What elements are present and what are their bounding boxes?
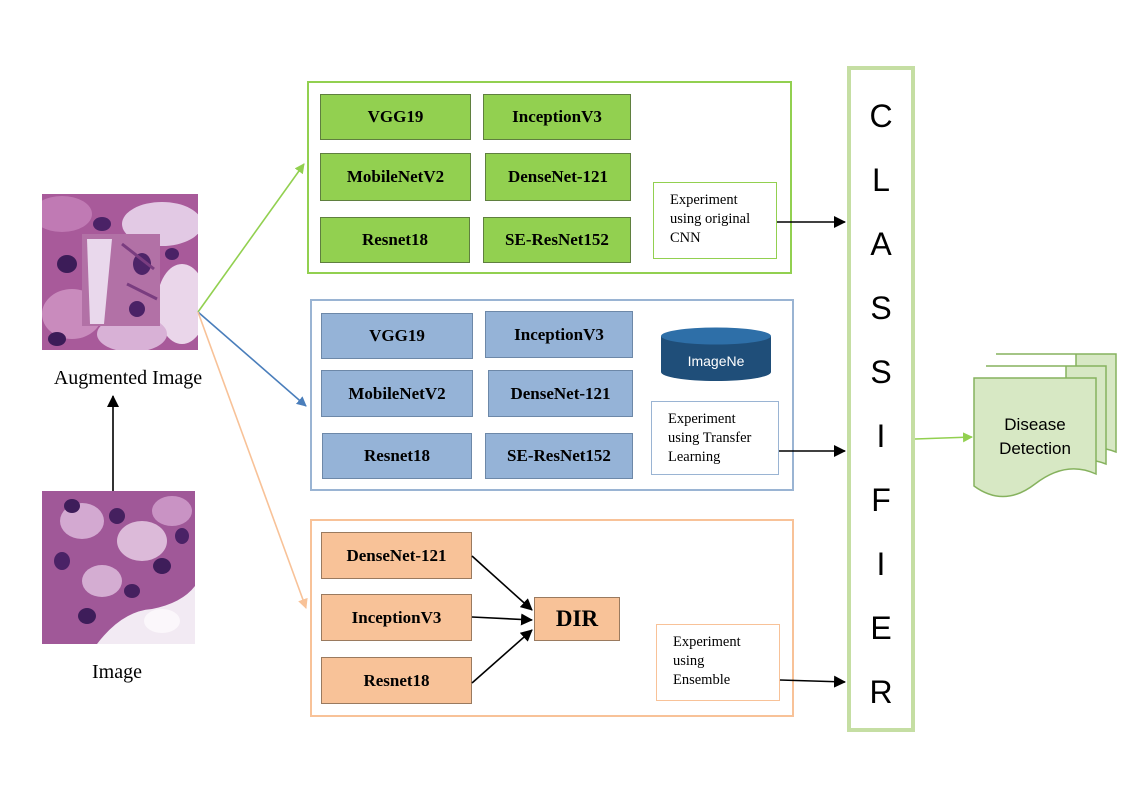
- disease-detection-output: Disease Detection: [972, 352, 1118, 500]
- classifier-letter: I: [876, 546, 886, 582]
- classifier-letter: F: [871, 482, 891, 518]
- model-box-resnet18: Resnet18: [321, 657, 472, 704]
- imagenet-database-icon: ImageNe: [660, 327, 772, 383]
- detection-label: Detection: [999, 439, 1071, 458]
- model-box-densenet121: DenseNet-121: [485, 153, 631, 201]
- model-box-mobilenetv2: MobileNetV2: [320, 153, 471, 201]
- model-box-vgg19: VGG19: [321, 313, 473, 359]
- classifier-letter: R: [869, 674, 893, 710]
- classifier-letter: E: [870, 610, 892, 646]
- model-box-resnet18: Resnet18: [322, 433, 472, 479]
- disease-label: Disease: [1004, 415, 1066, 434]
- original-image: [42, 491, 195, 644]
- model-box-densenet121: DenseNet-121: [488, 370, 633, 417]
- model-box-mobilenetv2: MobileNetV2: [321, 370, 473, 417]
- classifier-letter: S: [870, 354, 892, 390]
- augmented-image-caption: Augmented Image: [53, 367, 203, 389]
- classifier-letter: L: [872, 162, 890, 198]
- imagenet-label: ImageNe: [687, 353, 745, 369]
- model-box-se-resnet152: SE-ResNet152: [485, 433, 633, 479]
- model-box-inceptionv3: InceptionV3: [483, 94, 631, 140]
- model-box-se-resnet152: SE-ResNet152: [483, 217, 631, 263]
- model-box-inceptionv3: InceptionV3: [321, 594, 472, 641]
- model-box-densenet121: DenseNet-121: [321, 532, 472, 579]
- image-caption: Image: [92, 661, 142, 683]
- classifier-column: C L A S S I F I E R: [847, 66, 915, 732]
- model-box-resnet18: Resnet18: [320, 217, 470, 263]
- experiment-original-cnn-note: Experiment using original CNN: [653, 182, 777, 259]
- experiment-ensemble-note: Experiment using Ensemble: [656, 624, 780, 701]
- dir-ensemble-box: DIR: [534, 597, 620, 641]
- classifier-letter: I: [876, 418, 886, 454]
- model-box-inceptionv3: InceptionV3: [485, 311, 633, 358]
- augmented-image: [42, 194, 198, 350]
- classifier-letter: C: [869, 98, 893, 134]
- classifier-letter: A: [870, 226, 892, 262]
- model-box-vgg19: VGG19: [320, 94, 471, 140]
- classifier-letter: S: [870, 290, 892, 326]
- experiment-transfer-learning-note: Experiment using Transfer Learning: [651, 401, 779, 475]
